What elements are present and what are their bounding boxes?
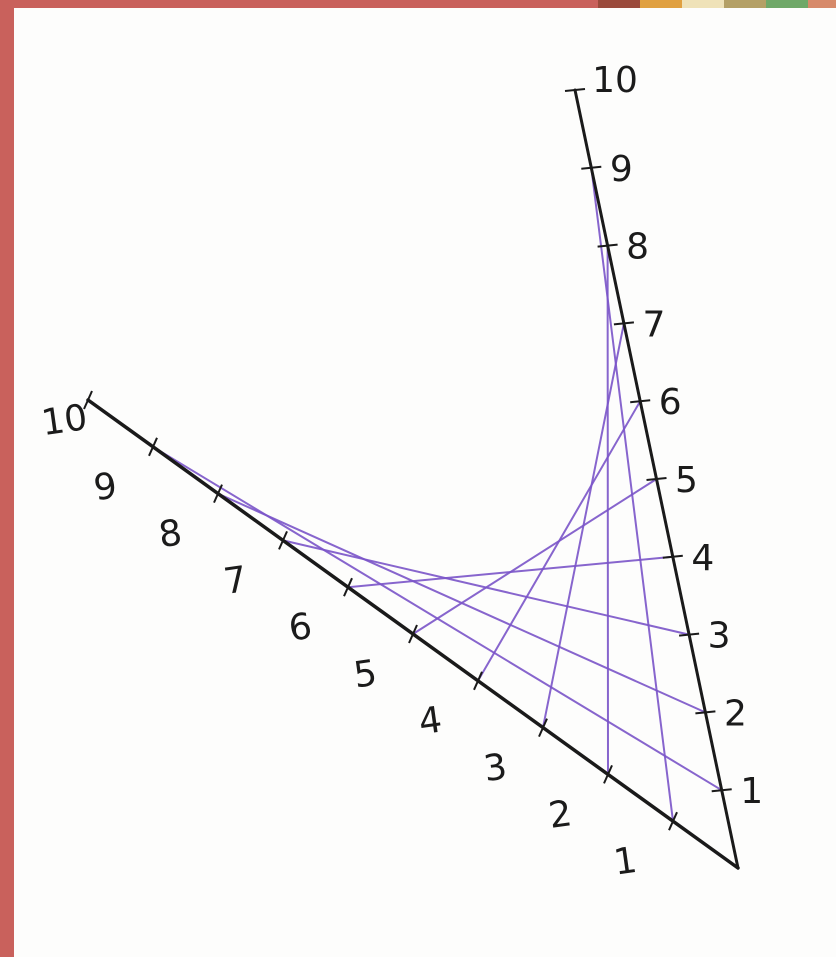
left-label-10: 10 — [39, 397, 90, 444]
right-label-3: 3 — [708, 616, 731, 657]
right-label-9: 9 — [610, 149, 633, 190]
right-tick-5 — [646, 477, 667, 481]
tick-marks — [83, 88, 732, 831]
right-label-8: 8 — [626, 227, 649, 268]
right-label-4: 4 — [691, 538, 714, 579]
axes — [86, 88, 740, 870]
right-tick-2 — [695, 710, 716, 715]
right-label-5: 5 — [675, 460, 698, 501]
right-tick-7 — [613, 321, 634, 326]
right-label-10: 10 — [592, 60, 638, 101]
left-label-8: 8 — [156, 512, 184, 556]
right-label-2: 2 — [724, 693, 747, 734]
right-label-1: 1 — [740, 771, 763, 812]
left-tick-10 — [83, 390, 93, 410]
left-tick-4 — [473, 671, 483, 691]
left-label-5: 5 — [351, 653, 379, 697]
left-label-1: 1 — [611, 840, 639, 884]
left-tick-1 — [668, 811, 678, 831]
left-label-6: 6 — [286, 606, 314, 650]
right-tick-4 — [662, 554, 683, 559]
string-line-5-5 — [412, 478, 658, 635]
top-border — [0, 0, 836, 8]
string-line-7-3 — [282, 539, 691, 636]
left-tick-2 — [603, 764, 613, 784]
right-tick-6 — [630, 399, 651, 404]
left-label-3: 3 — [481, 746, 509, 790]
string-line-8-2 — [217, 492, 707, 714]
thumbnail-strip — [598, 0, 836, 8]
right-label-6: 6 — [659, 382, 682, 423]
right-tick-8 — [597, 243, 618, 248]
left-label-9: 9 — [91, 466, 119, 510]
left-label-7: 7 — [221, 559, 249, 603]
left-tick-5 — [408, 624, 418, 644]
left-tick-9 — [148, 437, 158, 457]
paper-sheet — [14, 8, 836, 957]
string-line-6-4 — [347, 555, 674, 589]
left-tick-6 — [343, 577, 353, 597]
right-tick-3 — [679, 632, 700, 637]
string-line-9-1 — [152, 445, 723, 792]
right-tick-9 — [581, 165, 602, 170]
left-tick-7 — [278, 530, 288, 550]
right-tick-1 — [711, 788, 732, 793]
left-tick-8 — [213, 484, 223, 504]
right-tick-10 — [564, 88, 586, 92]
right-label-7: 7 — [642, 304, 665, 345]
string-lines — [152, 166, 723, 823]
left-tick-3 — [538, 718, 548, 738]
left-label-2: 2 — [546, 793, 574, 837]
left-label-4: 4 — [416, 700, 444, 744]
